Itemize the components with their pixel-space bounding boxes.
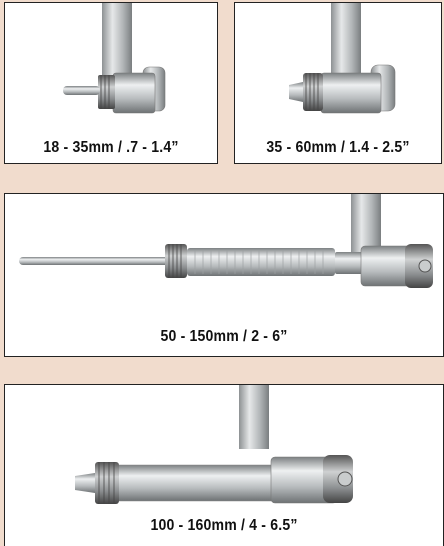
bore-gauge-head-35-60mm-image — [289, 3, 396, 114]
bore-gauge-head-100-160mm-image — [75, 385, 353, 504]
size-range-label: 100 - 160mm / 4 - 6.5” — [150, 517, 298, 534]
product-panel-100-160mm: 100 - 160mm / 4 - 6.5” — [4, 384, 444, 546]
product-panel-50-150mm: 50 - 150mm / 2 - 6” — [4, 193, 444, 357]
product-panel-18-35mm: 18 - 35mm / .7 - 1.4” — [4, 2, 218, 164]
product-panel-35-60mm: 35 - 60mm / 1.4 - 2.5” — [234, 2, 442, 164]
bore-gauge-head-18-35mm-image — [63, 3, 166, 114]
size-range-label: 18 - 35mm / .7 - 1.4” — [43, 139, 179, 156]
size-range-label: 50 - 150mm / 2 - 6” — [160, 328, 288, 345]
size-range-label: 35 - 60mm / 1.4 - 2.5” — [266, 139, 410, 156]
bore-gauge-head-50-150mm-image — [19, 194, 433, 288]
